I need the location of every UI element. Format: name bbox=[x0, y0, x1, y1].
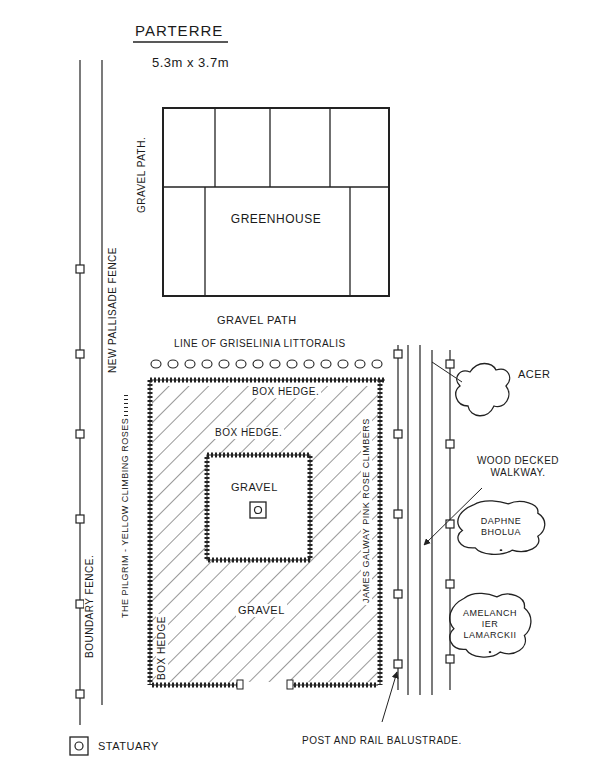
area-label: BOX HEDGE. bbox=[250, 386, 321, 398]
plan-title: PARTERRE bbox=[133, 22, 225, 40]
area-label: BOX HEDGE. bbox=[213, 427, 284, 439]
plan-label: GRAVEL PATH bbox=[215, 314, 299, 327]
hedge-square: BOX HEDGE.GRAVELBOX HEDGE.GRAVEL bbox=[150, 382, 380, 684]
vertical-label: THE PILGRIM - YELLOW CLIMBING ROSES bbox=[120, 416, 131, 620]
greenhouse-box: GREENHOUSE bbox=[162, 107, 390, 297]
shrub-outline: AMELANCHIER LAMARCKII bbox=[447, 590, 533, 659]
legend-text: STATUARY bbox=[96, 740, 161, 753]
vertical-label: BOUNDARY FENCE. bbox=[84, 553, 96, 660]
plan-label: LINE OF GRISELINIA LITTORALIS bbox=[172, 338, 348, 350]
area-label: GREENHOUSE bbox=[229, 212, 323, 226]
vertical-label: BOX HEDGE bbox=[156, 614, 168, 682]
area-label: GRAVEL bbox=[229, 481, 280, 494]
shrub-outline: DAPHNE BHOLUA bbox=[455, 498, 547, 556]
plan-label: ACER bbox=[516, 368, 553, 381]
vertical-label: JAMES GALWAY PINK ROSE CLIMBERS bbox=[361, 416, 372, 605]
plant-name: AMELANCHIER LAMARCKII bbox=[461, 608, 519, 640]
hedge-square: BOX HEDGE.GRAVEL bbox=[207, 455, 310, 560]
legend-symbol bbox=[70, 737, 88, 755]
vertical-label: GRAVEL PATH. bbox=[136, 135, 148, 215]
plant-name: DAPHNE BHOLUA bbox=[469, 516, 533, 538]
plan-label: WOOD DECKED WALKWAY. bbox=[470, 455, 566, 479]
plan-label: POST AND RAIL BALUSTRADE. bbox=[300, 735, 464, 747]
area-label: GRAVEL bbox=[236, 604, 287, 617]
plan-label: 5.3m x 3.7m bbox=[150, 55, 231, 71]
vertical-label: NEW PALLISADE FENCE bbox=[107, 245, 119, 375]
